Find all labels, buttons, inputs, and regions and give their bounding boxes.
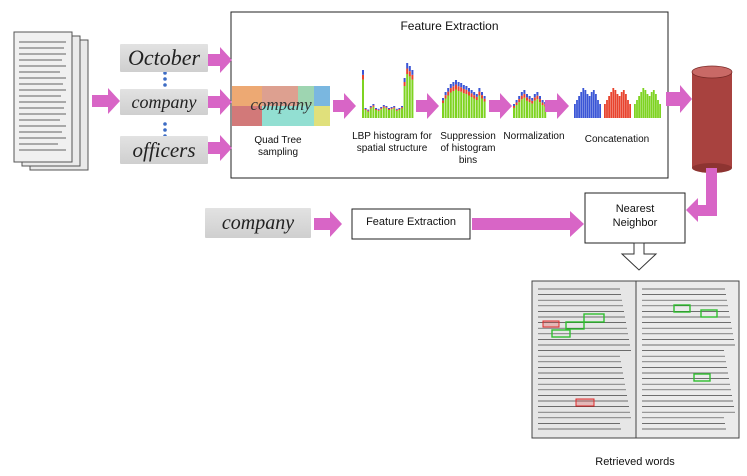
stage-label-suppression: Suppression of histogram bins <box>440 131 496 166</box>
arrow-query-to-feature-extraction <box>314 211 342 237</box>
arrow-lbp-to-suppression <box>416 93 439 119</box>
match-green-box <box>583 313 605 323</box>
retrieval-down-arrow <box>620 242 658 271</box>
normalization-histogram-icon <box>513 90 547 118</box>
input-word-company: company <box>120 89 208 115</box>
stage-label-normalization: Normalization <box>503 131 565 142</box>
lbp-histogram-icon <box>362 63 414 118</box>
stage-label-concatenation: Concatenation <box>584 134 650 145</box>
arrows-words-to-quadtree <box>207 47 232 161</box>
arrow-concat-to-database <box>666 85 692 113</box>
query-word-image: company <box>205 208 311 238</box>
arrow-doc-to-words <box>92 88 120 114</box>
stage-label-quad-tree: Quad Tree sampling <box>254 135 302 158</box>
retrieved-words-caption: Retrieved words <box>595 456 675 468</box>
arrow-normalization-to-concatenation <box>545 93 569 119</box>
arrow-feature-to-nearest-neighbor <box>472 211 584 237</box>
stage-label-lbp: LBP histogram for spatial structure <box>352 131 432 154</box>
query-feature-extraction-label: Feature Extraction <box>366 216 456 228</box>
suppression-histogram-icon <box>442 80 486 118</box>
nearest-neighbor-label: Nearest Neighbor <box>612 203 658 229</box>
concatenation-histogram-icon <box>574 88 661 118</box>
arrow-suppression-to-normalization <box>489 93 512 119</box>
feature-extraction-title: Feature Extraction <box>400 19 499 33</box>
query-feature-extraction-box <box>351 208 471 240</box>
nearest-neighbor-box <box>584 192 686 244</box>
retrieved-pages-image <box>531 280 740 439</box>
document-stack-icon <box>13 31 89 171</box>
input-word-officers: officers <box>120 136 208 164</box>
svg-text:company: company <box>250 95 312 114</box>
database-icon <box>691 65 733 173</box>
ellipsis-dots <box>163 71 167 138</box>
arrow-quadtree-to-lbp <box>333 93 356 119</box>
input-word-october: October <box>120 44 208 72</box>
quad-tree-sampling-image: company <box>232 86 330 126</box>
arrow-database-to-nearest-neighbor <box>686 168 717 222</box>
